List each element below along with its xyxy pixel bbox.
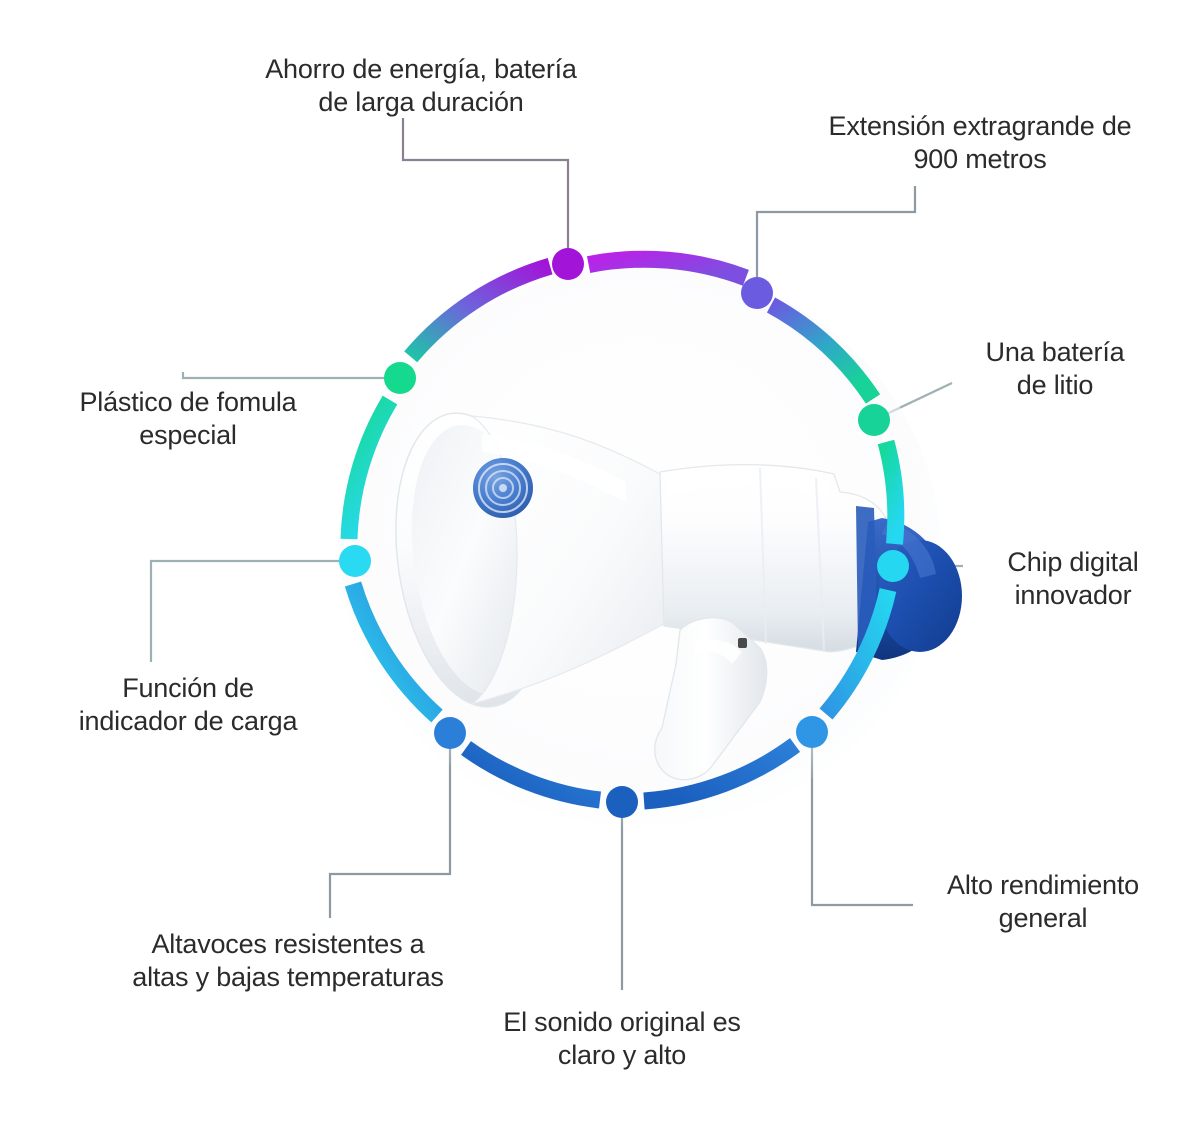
connector-charge-indicator	[149, 559, 355, 662]
ring-segment-6	[643, 738, 801, 810]
connector-high-performance	[810, 732, 913, 907]
ring-segment-1	[404, 258, 553, 363]
dot-temperature-resistant[interactable]	[434, 717, 466, 749]
dot-clear-loud-sound[interactable]	[606, 786, 638, 818]
connector-temperature-resistant	[328, 733, 452, 918]
feature-label-extra-large-range: Extensión extragrande de 900 metros	[828, 111, 1132, 174]
ring-segment-5	[819, 588, 897, 720]
feature-label-digital-chip: Chip digital innovador	[1007, 547, 1139, 610]
ring-segment-9	[340, 395, 398, 540]
dot-lithium-battery[interactable]	[858, 404, 890, 436]
connector-special-plastic	[181, 372, 400, 380]
ring-segment-2	[586, 250, 749, 286]
ring-segment-8	[344, 581, 443, 723]
feature-label-energy-saving: Ahorro de energía, batería de larga dura…	[265, 54, 577, 117]
feature-label-special-plastic: Plástico de fomula especial	[79, 387, 297, 450]
ring-segment-7	[461, 741, 602, 809]
connector-extra-large-range	[755, 186, 917, 293]
feature-label-charge-indicator: Función de indicador de carga	[78, 673, 298, 736]
ring-node-dots	[339, 248, 909, 818]
feature-label-temperature-resistant: Altavoces resistentes a altas y bajas te…	[132, 929, 444, 992]
dot-charge-indicator[interactable]	[339, 545, 371, 577]
dot-special-plastic[interactable]	[384, 362, 416, 394]
ring-segment-3	[766, 297, 881, 404]
dot-extra-large-range[interactable]	[741, 277, 773, 309]
dot-high-performance[interactable]	[796, 716, 828, 748]
feature-label-high-performance: Alto rendimiento general	[947, 870, 1139, 933]
connector-energy-saving	[401, 118, 570, 264]
feature-label-clear-loud-sound: El sonido original es claro y alto	[503, 1007, 741, 1070]
dot-energy-saving[interactable]	[552, 248, 584, 280]
ring-segment-4	[877, 439, 905, 545]
feature-label-lithium-battery: Una batería de litio	[985, 337, 1125, 400]
dot-digital-chip[interactable]	[877, 550, 909, 582]
